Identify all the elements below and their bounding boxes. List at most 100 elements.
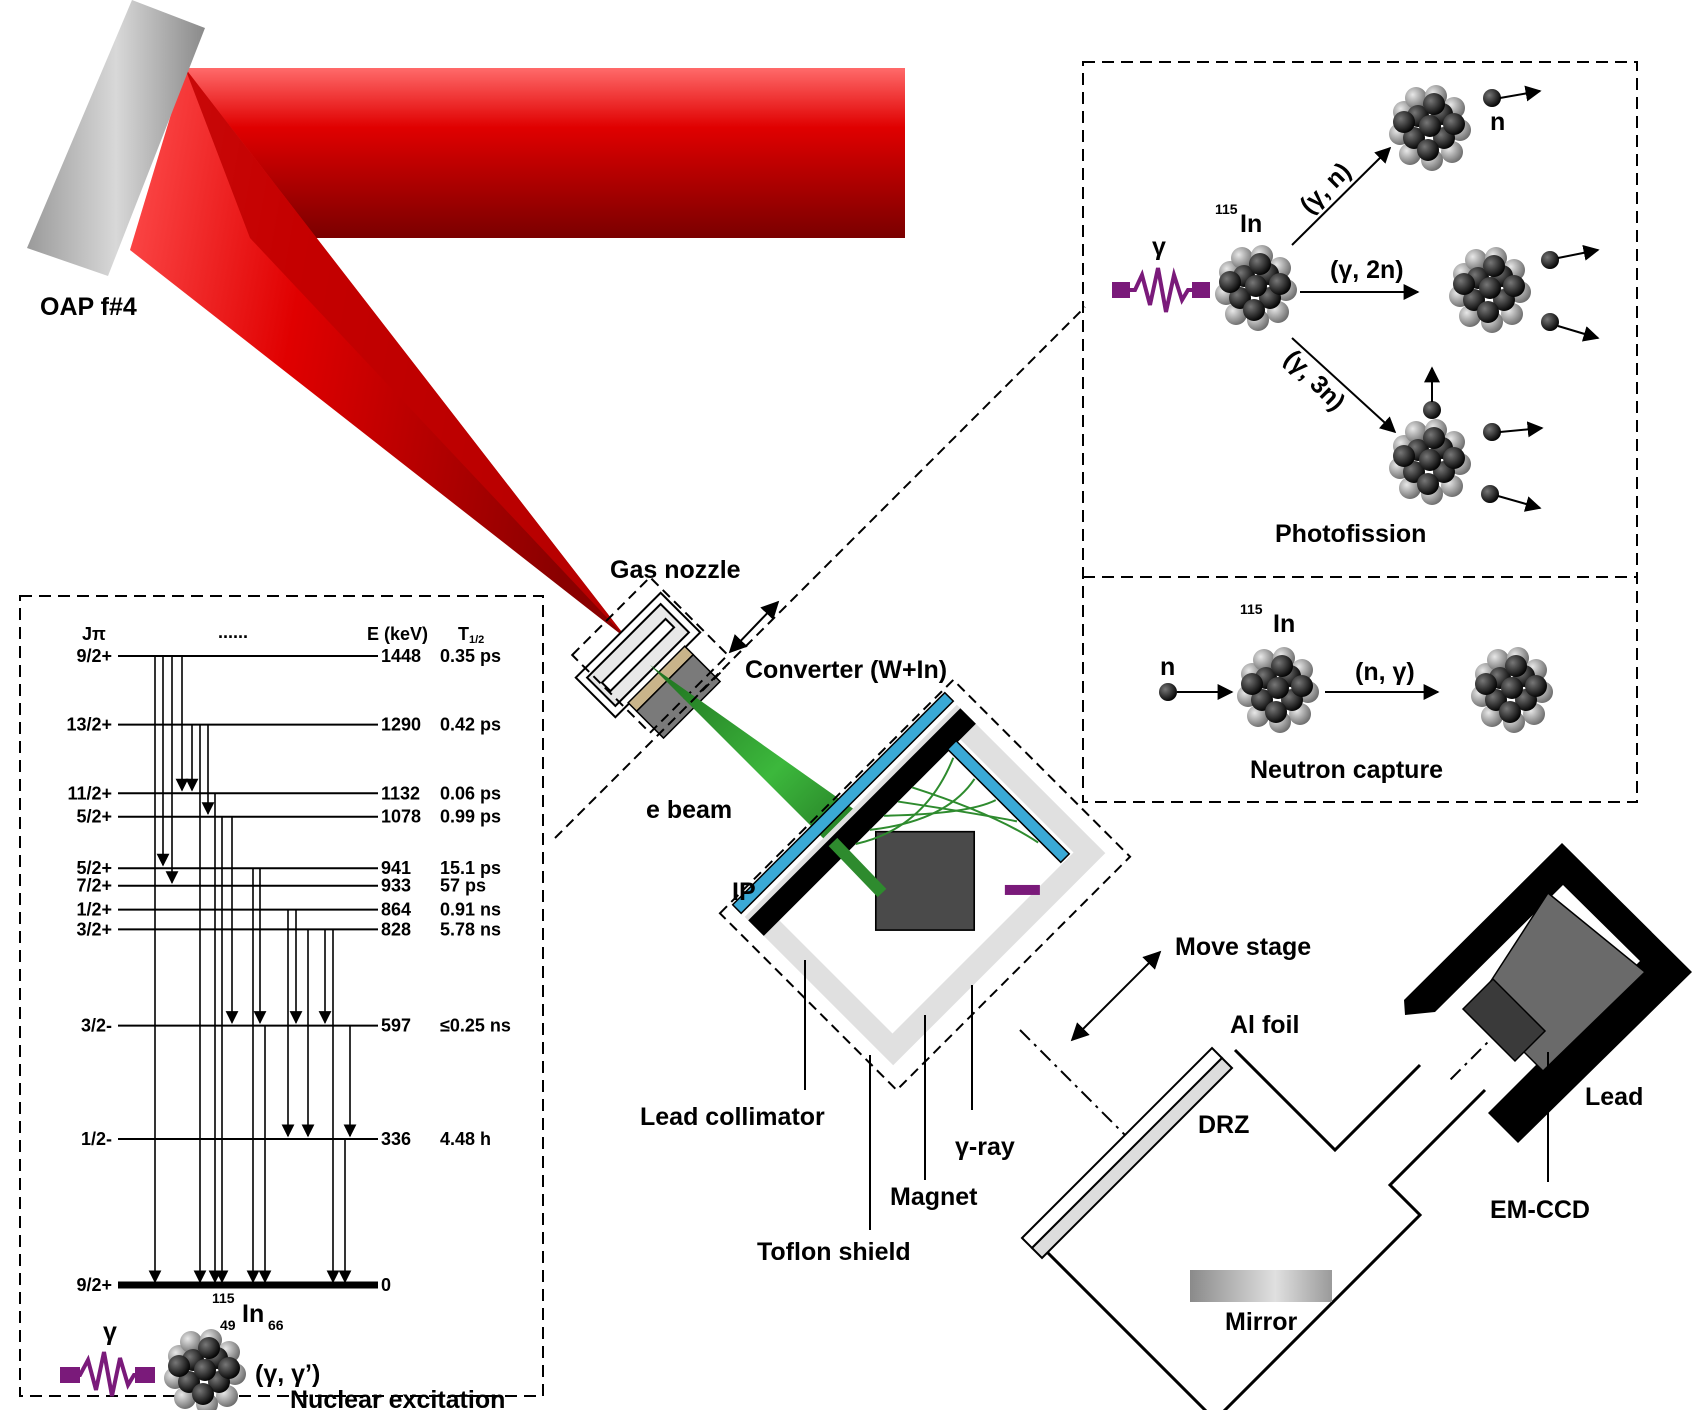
level-halflife: 4.48 h — [440, 1129, 491, 1149]
excitation-gamma: γ — [103, 1318, 117, 1346]
level-energy: 941 — [381, 858, 411, 878]
level-halflife: 57 ps — [440, 876, 486, 896]
lead-collimator-label: Lead collimator — [640, 1103, 825, 1131]
level-jpi: 9/2+ — [76, 646, 112, 666]
level-jpi: 3/2+ — [76, 919, 112, 939]
level-halflife: 15.1 ps — [440, 858, 501, 878]
level-energy: 1448 — [381, 646, 421, 666]
gas-nozzle — [574, 591, 702, 719]
level-jpi: 5/2+ — [76, 807, 112, 827]
neutron-icon — [1159, 683, 1177, 701]
level-energy: 933 — [381, 876, 411, 896]
nucleus-n: 66 — [268, 1317, 284, 1333]
capture-isotope-symbol: In — [1273, 610, 1295, 638]
al-foil-label: Al foil — [1230, 1011, 1299, 1039]
reaction-gamma-n: (γ, n) — [1294, 157, 1356, 219]
level-jpi: 7/2+ — [76, 876, 112, 896]
zoom-connector-left — [554, 667, 726, 839]
gamma-transitions — [148, 656, 357, 1284]
level-halflife: 5.78 ns — [440, 919, 501, 939]
nucleus-icon — [1237, 647, 1319, 733]
level-jpi: 1/2+ — [76, 900, 112, 920]
spectrometer — [718, 678, 1132, 1092]
gas-nozzle-label: Gas nozzle — [610, 556, 741, 584]
photofission-title: Photofission — [1275, 520, 1426, 548]
e-beam-label: e beam — [646, 796, 732, 824]
gamma-wave-icon — [60, 1351, 155, 1397]
nuclear-excitation-panel: γ (γ, γ’) Nuclear excitation — [60, 1318, 505, 1410]
level-jpi: 3/2- — [81, 1016, 112, 1036]
neutron-icon — [1481, 485, 1499, 503]
neutron-icon — [1541, 313, 1559, 331]
level-energy: 336 — [381, 1129, 411, 1149]
level-energy: 1132 — [381, 783, 420, 803]
capture-reaction: (n, γ) — [1355, 658, 1415, 686]
excitation-reaction: (γ, γ’) — [255, 1360, 320, 1388]
col-jpi: Jπ — [82, 624, 106, 644]
ip-label: IP — [732, 878, 756, 906]
gamma-wave-icon — [1115, 267, 1210, 313]
excitation-title: Nuclear excitation — [290, 1386, 505, 1410]
oap-label: OAP f#4 — [40, 293, 137, 321]
reaction-gamma-2n: (γ, 2n) — [1330, 256, 1404, 284]
ip-gamma-window — [828, 837, 887, 898]
level-halflife: 0.91 ns — [440, 900, 501, 920]
level-jpi: 5/2+ — [76, 858, 112, 878]
neutron-capture-panel: 115 In n (n, γ) Neutron capture — [1159, 601, 1553, 784]
laser-beam — [130, 68, 905, 640]
drz-label: DRZ — [1198, 1111, 1249, 1139]
level-energy: 864 — [381, 900, 411, 920]
lead-label: Lead — [1585, 1083, 1643, 1111]
level-scheme-frame — [19, 595, 544, 1397]
move-stage-label: Move stage — [1175, 933, 1311, 961]
toflon-shield-label: Toflon shield — [757, 1238, 911, 1266]
capture-title: Neutron capture — [1250, 756, 1443, 784]
level-energy: 828 — [381, 919, 411, 939]
level-scheme: Jπ ...... E (keV) T1/2 9/2+ 1448 0.35 ps 13… — [66, 622, 510, 1295]
nucleus-icon — [1389, 85, 1471, 171]
neutron-icon — [1483, 89, 1501, 107]
photofission-gamma: γ — [1152, 233, 1166, 261]
photofission-isotope-symbol: In — [1240, 210, 1262, 238]
level-jpi: 13/2+ — [66, 715, 112, 735]
al-foil-drz — [1020, 1046, 1234, 1260]
zoom-connector-right — [699, 306, 1086, 693]
col-energy: E (keV) — [367, 624, 428, 644]
nucleus-icon — [1471, 647, 1553, 733]
mirror-label: Mirror — [1225, 1308, 1298, 1336]
nucleus-mass: 115 — [212, 1290, 235, 1306]
level-halflife: 0.35 ps — [440, 646, 501, 666]
level-jpi: 9/2+ — [76, 1275, 112, 1295]
col-dots: ...... — [218, 622, 248, 642]
level-energy: 597 — [381, 1016, 411, 1036]
nucleus-icon — [1215, 245, 1297, 331]
nucleus-z: 49 — [220, 1317, 236, 1333]
nucleus-icon — [164, 1329, 246, 1410]
converter — [627, 645, 722, 740]
neutron-icon — [1541, 251, 1559, 269]
photofission-isotope-mass: 115 — [1215, 201, 1238, 217]
gamma-ray-label: γ-ray — [955, 1133, 1015, 1161]
level-energy: 1290 — [381, 715, 421, 735]
col-halflife: T1/2 — [458, 624, 484, 646]
level-energy: 1078 — [381, 807, 421, 827]
level-halflife: ≤0.25 ns — [440, 1016, 511, 1036]
photofission-panel: γ 115 In (γ, n) (γ, 2n) (γ, 3n) n Photof… — [1112, 85, 1600, 548]
nozzle-move-arrow — [728, 600, 780, 654]
mirror — [1190, 1270, 1332, 1302]
nucleus-icon — [1389, 419, 1471, 505]
nucleus-symbol: In — [242, 1300, 264, 1328]
converter-label: Converter (W+In) — [745, 656, 947, 684]
magnet-label: Magnet — [890, 1183, 978, 1211]
level-halflife: 0.06 ps — [440, 783, 501, 803]
level-jpi: 1/2- — [81, 1129, 112, 1149]
em-ccd-label: EM-CCD — [1490, 1196, 1590, 1224]
level-halflife: 0.42 ps — [440, 715, 501, 735]
nucleus-icon — [1449, 247, 1531, 333]
reactions-inset-frame — [1082, 61, 1638, 803]
level-jpi: 11/2+ — [67, 783, 112, 803]
capture-isotope-mass: 115 — [1240, 601, 1263, 617]
neutron-label: n — [1490, 108, 1505, 136]
oap-mirror — [27, 0, 205, 276]
